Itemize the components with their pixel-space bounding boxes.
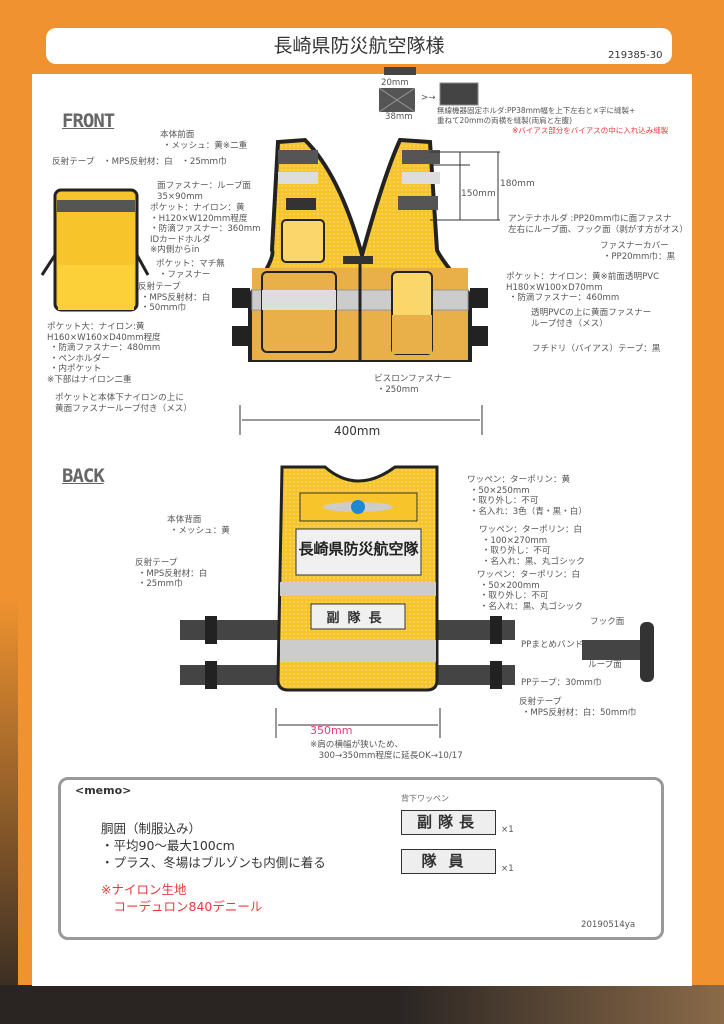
label-binding: フチドリ（バイアス）テープ：黒: [532, 344, 661, 354]
label-back-reflect: 反射テープ ・MPS反射材：白 ・25mm巾: [135, 558, 208, 589]
side-pocket-drawing: [40, 188, 150, 312]
label-pocket-large: ポケット大：ナイロン:黄 H160×W160×D40mm程度 ・防滴ファスナー：…: [47, 322, 161, 385]
label-back-body: 本体背面 ・メッシュ：黄: [167, 515, 230, 536]
holder-icon: [378, 82, 479, 113]
patch1-qty: ×1: [501, 825, 514, 835]
label-reflect-mid: 反射テープ ・MPS反射材：白 ・50ｍｍ巾: [138, 282, 211, 313]
front-heading: FRONT: [62, 110, 115, 132]
back-heading: BACK: [62, 465, 105, 487]
page-title: 長崎県防災航空隊様: [46, 28, 672, 64]
memo-text: 胴囲（制服込み） ・平均90～最大100cm ・プラス、冬場はブルゾンも内側に着…: [101, 820, 326, 915]
label-tape: PPテープ：30mm巾: [521, 678, 602, 688]
patch-vice-captain: 副隊長: [401, 810, 496, 835]
dim-180: 180mm: [500, 179, 535, 189]
back-width: 350mm: [310, 724, 353, 737]
holder-note: 無線機器固定ホルダ:PP38mm幅を上下左右と×字に縫製+ 重ねて20mmの両横…: [437, 106, 636, 125]
label-patch2: ワッペン：ターポリン：白 ・100×270mm ・取り外し：不可 ・名入れ：黒、…: [479, 525, 585, 567]
memo-line1: 胴囲（制服込み）: [101, 821, 202, 836]
front-dimension-lines: [239, 151, 500, 435]
holder-note-red: ※バイアス部分をバイアスの中に入れ込み縫製: [512, 126, 669, 135]
dim-150: 150mm: [461, 189, 496, 199]
front-vest-drawing: [232, 137, 488, 362]
label-pocket-pvc: ポケット：ナイロン：黄※前面透明PVC H180×W100×D70mm ・防滴フ…: [506, 272, 660, 303]
memo-red2: コーデュロン840デニール: [101, 899, 263, 914]
signature: 20190514ya: [581, 920, 636, 930]
label-pocket-flat: ポケット：マチ無 ・ファスナー: [156, 259, 225, 280]
front-width: 400mm: [334, 424, 381, 438]
label-front-body: 本体前面 ・メッシュ：黄※二重: [160, 130, 248, 151]
label-loop: ループ面: [588, 660, 622, 670]
arrow-label: >→: [421, 93, 436, 103]
label-pocket-small: ポケット：ナイロン：黄 ・H120×W120mm程度 ・防滴ファスナー：360m…: [150, 203, 261, 255]
memo-heading: <memo>: [75, 784, 132, 797]
back-patch-main: 長崎県防災航空隊: [298, 540, 419, 558]
label-zipper: ビスロンファスナー ・250mm: [374, 374, 452, 395]
memo-line2: ・平均90～最大100cm: [101, 838, 235, 853]
back-dimension-lines: [275, 708, 441, 738]
memo-line3: ・プラス、冬場はブルゾンも内側に着る: [101, 855, 326, 870]
patch-member: 隊員: [401, 849, 496, 874]
label-velcro: 面ファスナー：ループ面 35×90mm: [157, 181, 252, 202]
dim-20mm: 20mm: [381, 78, 409, 88]
dim-38mm: 38mm: [385, 112, 413, 122]
memo-red1: ※ナイロン生地: [101, 882, 187, 897]
back-patch-rank: 副隊長: [326, 611, 390, 626]
label-patch3: ワッペン：ターポリン：白 ・50×200mm ・取り外し：不可 ・名入れ：黒、丸…: [477, 570, 583, 612]
document-number: 219385-30: [608, 50, 663, 61]
label-hook: フック面: [590, 617, 625, 627]
label-reflect-top: 反射テープ ・MPS反射材：白 ・25ｍｍ巾: [52, 157, 227, 167]
decorative-band-left: [0, 600, 18, 1024]
back-width-note: ※肩の横幅が狭いため、 300→350mm程度に延長OK→10/17: [310, 740, 463, 761]
label-cover: ファスナーカバー ・PP20mm巾：黒: [600, 241, 676, 262]
memo-box: <memo> 胴囲（制服込み） ・平均90～最大100cm ・プラス、冬場はブル…: [58, 777, 664, 940]
patch-title: 背下ワッペン: [401, 794, 449, 803]
label-antenna: アンテナホルダ :PP20mm巾に面ファスナ 左右にループ面、フック面（剥がす方…: [508, 214, 688, 235]
decorative-band-bottom: [0, 985, 724, 1024]
label-pvc-velcro: 透明PVCの上に黄面ファスナー ループ付き（メス）: [531, 308, 652, 329]
holder-strip: [384, 67, 416, 75]
label-pocket-velcro: ポケットと本体下ナイロンの上に 黄面ファスナーループ付き（メス）: [55, 393, 192, 414]
label-patch1: ワッペン：ターポリン：黄 ・50×250mm ・取り外し：不可 ・名入れ：3色（…: [467, 475, 587, 517]
label-band: PPまとめバンド: [521, 640, 584, 650]
back-vest-drawing: [180, 465, 654, 692]
label-reflect2: 反射テープ ・MPS反射材：白：50mm巾: [519, 697, 637, 718]
patch2-qty: ×1: [501, 864, 514, 874]
